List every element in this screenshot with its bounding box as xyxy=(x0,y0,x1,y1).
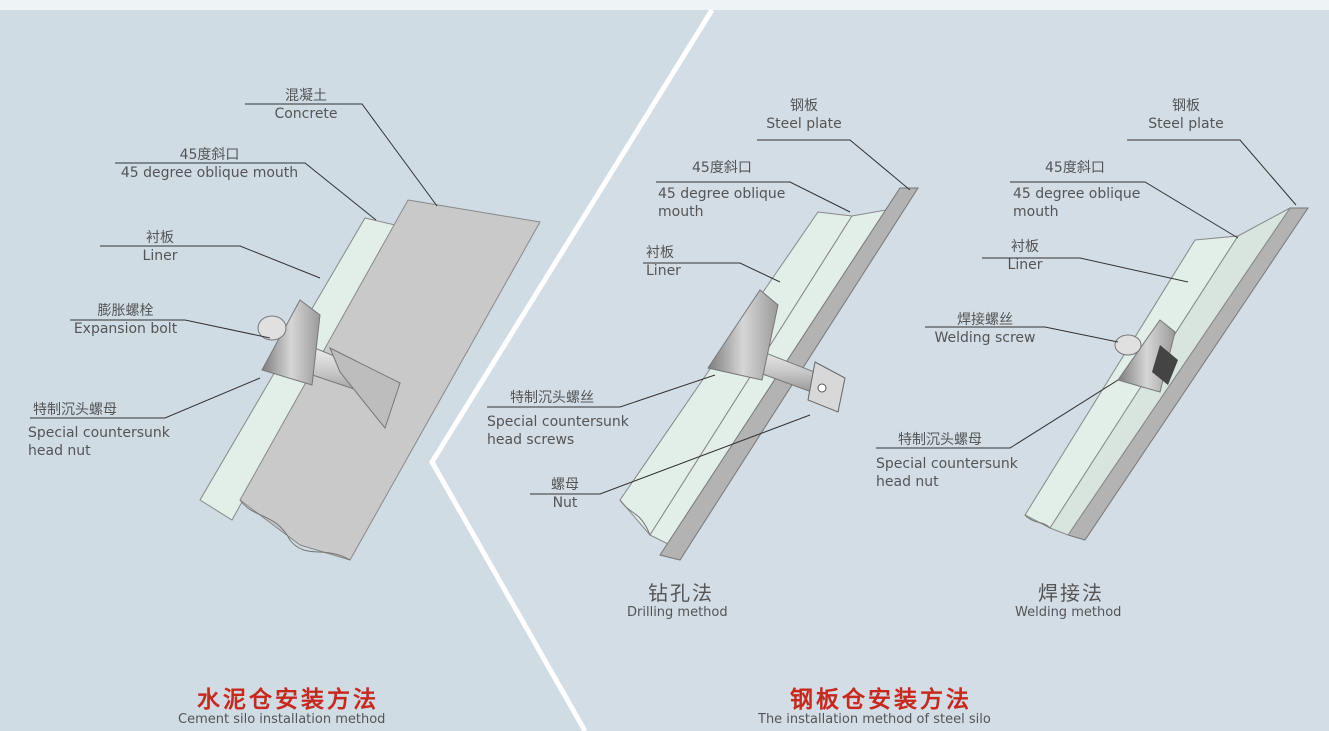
left-concrete-break xyxy=(239,499,351,561)
bolt-head xyxy=(257,315,287,341)
label-head-nut: 特制沉头螺母 xyxy=(33,402,117,418)
right-panel xyxy=(432,10,1329,731)
label-weld-liner: 衬板 Liner xyxy=(1007,239,1043,273)
welding-method-subtitle: Welding method xyxy=(1015,605,1122,620)
weld-bead xyxy=(1152,345,1178,385)
label-weld-oblique: 45度斜口 xyxy=(1045,160,1105,176)
label-liner: 衬板 Liner xyxy=(142,230,178,264)
cement-silo-title: 水泥仓安装方法 xyxy=(197,687,379,713)
left-leaders xyxy=(30,103,438,419)
label-weld-nut-en: Special countersunk head nut xyxy=(876,456,1018,490)
label-weld-nut: 特制沉头螺母 xyxy=(898,432,982,448)
label-oblique-mouth: 45度斜口 45 degree oblique mouth xyxy=(120,147,299,181)
drilling-nut xyxy=(807,361,846,413)
label-expansion-bolt: 膨胀螺栓 Expansion bolt xyxy=(73,303,178,337)
welding-method-title: 焊接法 xyxy=(1038,581,1104,605)
cement-silo-subtitle: Cement silo installation method xyxy=(178,712,386,727)
panel-divider xyxy=(429,8,715,731)
drilling-method-subtitle: Drilling method xyxy=(627,605,728,620)
label-drill-screw-en: Special countersunk head screws xyxy=(487,414,629,448)
label-drill-oblique: 45度斜口 xyxy=(692,160,752,176)
label-drill-screw: 特制沉头螺丝 xyxy=(510,390,594,406)
label-weld-screw: 焊接螺丝 Welding screw xyxy=(934,312,1036,346)
label-drill-liner: 衬板 Liner xyxy=(646,245,681,279)
drilling-leaders xyxy=(487,139,911,495)
drilling-countersunk-head xyxy=(707,289,779,381)
welding-figure xyxy=(1024,207,1309,541)
label-concrete: 混凝土 Concrete xyxy=(274,88,338,122)
label-drill-nut: 螺母 Nut xyxy=(551,477,579,511)
cement-silo-figure xyxy=(199,199,541,561)
welding-leaders xyxy=(876,139,1297,449)
countersunk-nut xyxy=(261,299,321,386)
welding-screw xyxy=(1114,334,1142,356)
drilling-method-title: 钻孔法 xyxy=(648,581,714,605)
label-head-nut-en: Special countersunk head nut xyxy=(28,425,170,459)
top-strip xyxy=(0,0,1329,10)
label-weld-oblique-en: 45 degree oblique mouth xyxy=(1013,186,1141,220)
steel-silo-subtitle: The installation method of steel silo xyxy=(758,712,991,727)
expansion-bolt-sleeve xyxy=(329,346,401,430)
label-weld-steel-plate: 钢板 Steel plate xyxy=(1148,98,1224,132)
label-drill-oblique-en: 45 degree oblique mouth xyxy=(658,186,786,220)
steel-silo-title: 钢板仓安装方法 xyxy=(790,687,972,713)
drilling-figure xyxy=(619,187,919,561)
label-drill-steel-plate: 钢板 Steel plate xyxy=(766,98,842,132)
